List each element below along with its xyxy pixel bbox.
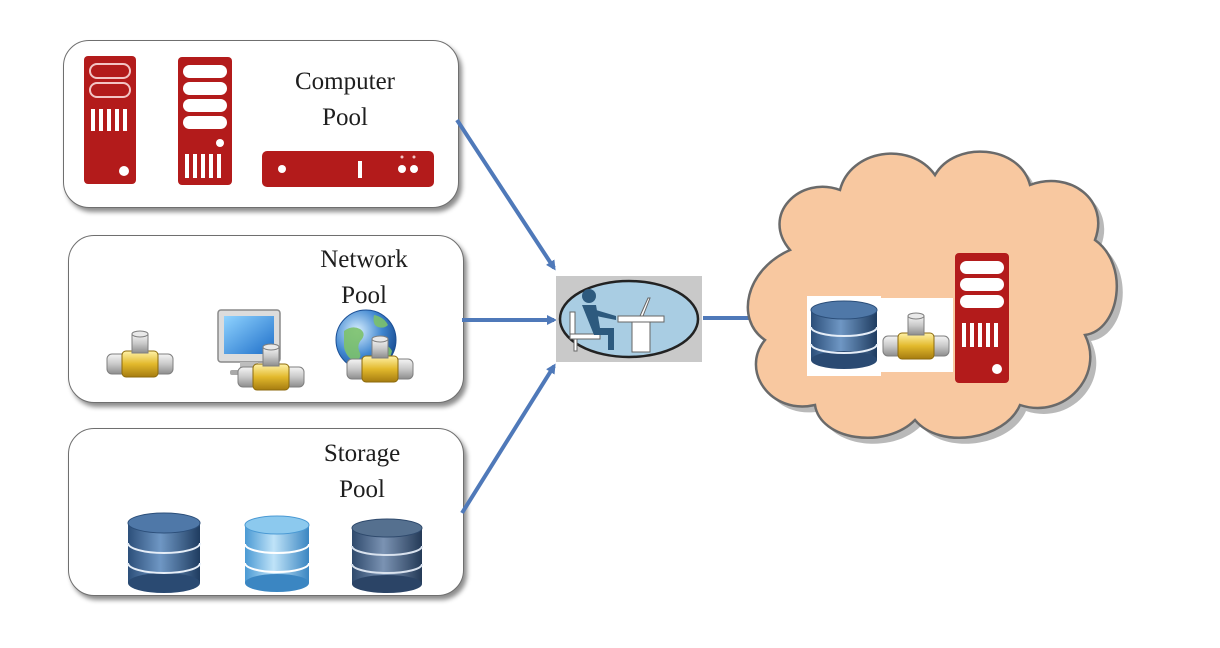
cloud-database-icon — [807, 296, 881, 376]
computer-pool-label: Computer Pool — [270, 64, 420, 136]
arrow-storage-to-hub — [460, 363, 556, 515]
cloud-icon — [746, 150, 1123, 444]
network-pool-label-line2: Pool — [341, 282, 387, 309]
arrow-computer-to-hub — [455, 118, 556, 271]
server-tower-icon — [178, 57, 232, 185]
server-tower-icon — [84, 56, 136, 184]
globe-connector-icon — [335, 309, 414, 383]
database-icon — [127, 512, 201, 593]
database-icon — [351, 518, 423, 593]
person-at-desk-icon — [556, 276, 702, 362]
storage-pool-label-line2: Pool — [339, 476, 385, 503]
rack-server-icon — [262, 151, 434, 187]
storage-pool-label: Storage Pool — [287, 436, 437, 508]
network-pool-label-line1: Network — [320, 246, 408, 273]
database-icon — [244, 515, 310, 592]
computer-pool-label-line2: Pool — [322, 104, 368, 131]
pipe-connector-icon — [106, 330, 174, 378]
network-pool-label: Network Pool — [289, 242, 439, 314]
monitor-connector-icon — [217, 309, 305, 391]
cloud-connector-icon — [878, 298, 953, 372]
storage-pool-label-line1: Storage — [323, 440, 401, 467]
cloud-server-tower-icon — [955, 253, 1009, 383]
computer-pool-label-line1: Computer — [295, 68, 395, 95]
